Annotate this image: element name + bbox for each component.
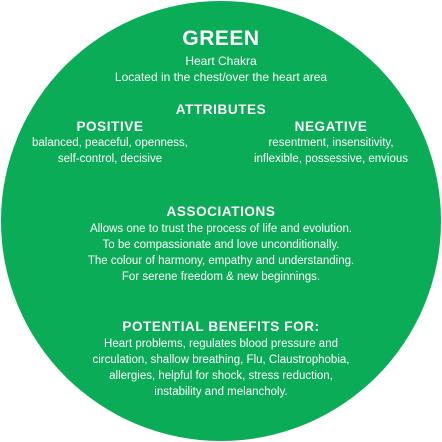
benefit-line: allergies, helpful for shock, stress red…	[109, 370, 333, 382]
benefit-line: instability and melancholy.	[154, 386, 288, 398]
negative-column: NEGATIVE resentment, insensitivity, infl…	[222, 119, 440, 167]
page-title: GREEN	[182, 27, 260, 50]
chakra-location: Located in the chest/over the heart area	[114, 70, 328, 84]
benefits-heading: POTENTIAL BENEFITS FOR:	[122, 319, 320, 334]
positive-line: self-control, decisive	[57, 153, 163, 165]
association-line: Allows one to trust the process of life …	[89, 223, 353, 235]
associations-text: Allows one to trust the process of life …	[0, 221, 442, 285]
benefit-line: circulation, shallow breathing, Flu, Cla…	[92, 354, 350, 366]
chakra-name: Heart Chakra	[185, 54, 257, 68]
association-line: The colour of harmony, empathy and under…	[87, 255, 355, 267]
negative-line: inflexible, possessive, envious	[253, 153, 409, 165]
benefit-line: Heart problems, regulates blood pressure…	[104, 338, 338, 350]
association-line: For serene freedom & new beginnings.	[121, 271, 321, 283]
negative-line: resentment, insensitivity,	[268, 137, 394, 149]
positive-line: balanced, peaceful, openness,	[31, 137, 188, 149]
positive-heading: POSITIVE	[76, 119, 144, 134]
negative-heading: NEGATIVE	[294, 119, 368, 134]
associations-heading: ASSOCIATIONS	[166, 204, 276, 219]
benefits-text: Heart problems, regulates blood pressure…	[0, 336, 442, 400]
association-line: To be compassionate and love uncondition…	[102, 239, 340, 251]
positive-column: POSITIVE balanced, peaceful, openness, s…	[10, 119, 210, 167]
attributes-heading: ATTRIBUTES	[175, 102, 267, 117]
